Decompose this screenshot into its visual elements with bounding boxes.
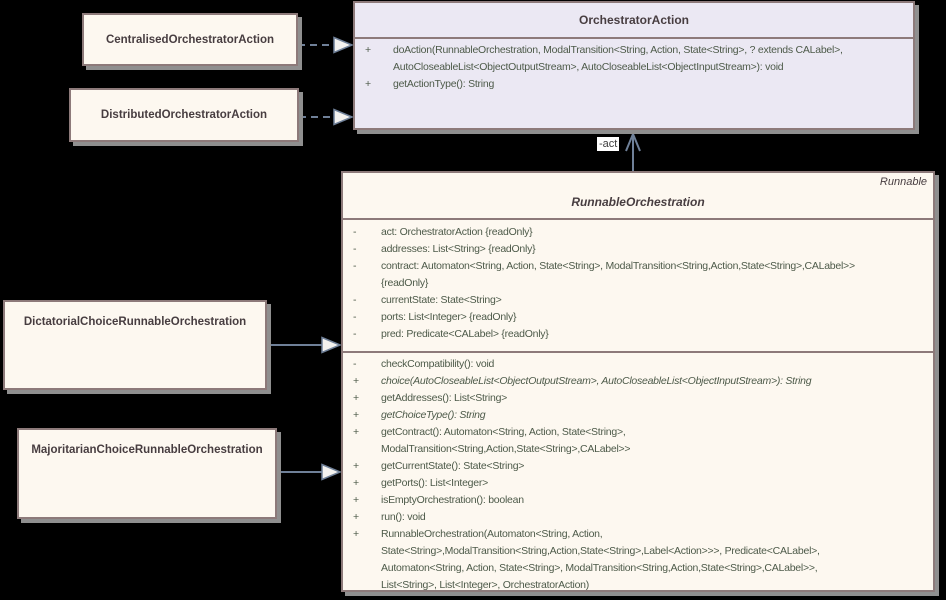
name-compartment: Runnable RunnableOrchestration — [343, 173, 933, 218]
class-title: CentralisedOrchestratorAction — [105, 33, 275, 46]
class-title: OrchestratorAction — [578, 13, 690, 27]
class-box-centralised-orchestrator-action[interactable]: CentralisedOrchestratorAction — [82, 13, 298, 66]
association-arrow-act[interactable] — [625, 131, 641, 172]
operation-row: AutoCloseableList<ObjectOutputStream>, A… — [393, 61, 784, 73]
class-box-runnable-orchestration[interactable]: Runnable RunnableOrchestration - act: Or… — [341, 171, 935, 592]
operation-row: + getCurrentState(): State<String> — [353, 460, 525, 472]
attribute-row: - ports: List<Integer> {readOnly} — [353, 311, 517, 323]
operations-compartment: + doAction(RunnableOrchestration, ModalT… — [355, 37, 913, 93]
class-box-distributed-orchestrator-action[interactable]: DistributedOrchestratorAction — [69, 88, 299, 142]
attribute-row: - act: OrchestratorAction {readOnly} — [353, 226, 533, 238]
implemented-interface-label: Runnable — [879, 176, 927, 188]
operation-row: + run(): void — [353, 511, 426, 523]
operation-row: + getPorts(): List<Integer> — [353, 477, 488, 489]
class-box-dictatorial-choice-runnable-orchestration[interactable]: DictatorialChoiceRunnableOrchestration — [3, 300, 267, 390]
class-title: MajoritarianChoiceRunnableOrchestration — [31, 444, 263, 456]
realization-arrow-centralised[interactable] — [298, 36, 354, 54]
attribute-row: {readOnly} — [381, 277, 429, 289]
attributes-compartment: - act: OrchestratorAction {readOnly} - a… — [343, 218, 933, 351]
attribute-row: - contract: Automaton<String, Action, St… — [353, 260, 855, 272]
operation-row: ModalTransition<String,Action,State<Stri… — [381, 443, 631, 455]
class-title: RunnableOrchestration — [571, 195, 705, 209]
attribute-row: - currentState: State<String> — [353, 294, 502, 306]
operation-row: + choice(AutoCloseableList<ObjectOutputS… — [353, 375, 812, 387]
operations-compartment: - checkCompatibility(): void + choice(Au… — [343, 351, 933, 594]
operation-row: + RunnableOrchestration(Automaton<String… — [353, 528, 603, 540]
operation-row: State<String>,ModalTransition<String,Act… — [381, 545, 820, 557]
generalization-arrow-dictatorial[interactable] — [267, 336, 342, 354]
operation-row: + getContract(): Automaton<String, Actio… — [353, 426, 626, 438]
operation-row: + doAction(RunnableOrchestration, ModalT… — [365, 44, 843, 56]
class-box-majoritarian-choice-runnable-orchestration[interactable]: MajoritarianChoiceRunnableOrchestration — [17, 428, 277, 519]
attribute-row: - addresses: List<String> {readOnly} — [353, 243, 536, 255]
operation-row: List<String>, List<Integer>, Orchestrato… — [381, 579, 590, 591]
realization-arrow-distributed[interactable] — [299, 108, 354, 126]
operation-row: Automaton<String, Action, State<String>,… — [381, 562, 818, 574]
operation-row: - checkCompatibility(): void — [353, 358, 495, 370]
class-title: DistributedOrchestratorAction — [100, 109, 268, 121]
attribute-row: - pred: Predicate<CALabel> {readOnly} — [353, 328, 549, 340]
operation-row: + getAddresses(): List<String> — [353, 392, 508, 404]
class-box-orchestrator-action[interactable]: OrchestratorAction + doAction(RunnableOr… — [353, 1, 915, 130]
operation-row: + getChoiceType(): String — [353, 409, 486, 421]
operation-row: + isEmptyOrchestration(): boolean — [353, 494, 524, 506]
association-label-act: -act — [597, 137, 620, 151]
operation-row: + getActionType(): String — [365, 78, 495, 90]
generalization-arrow-majoritarian[interactable] — [277, 463, 342, 481]
class-title: DictatorialChoiceRunnableOrchestration — [23, 316, 247, 328]
